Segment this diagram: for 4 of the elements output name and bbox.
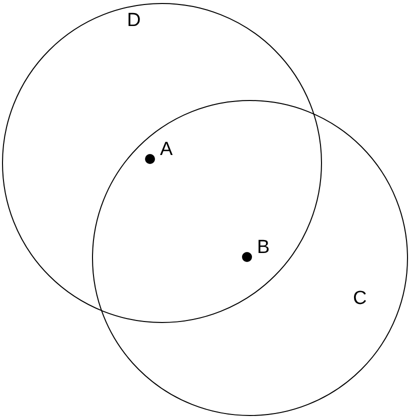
set-label: D: [127, 11, 141, 31]
point-label: A: [160, 140, 173, 160]
set-label: C: [353, 289, 367, 309]
point-label: B: [257, 238, 270, 258]
